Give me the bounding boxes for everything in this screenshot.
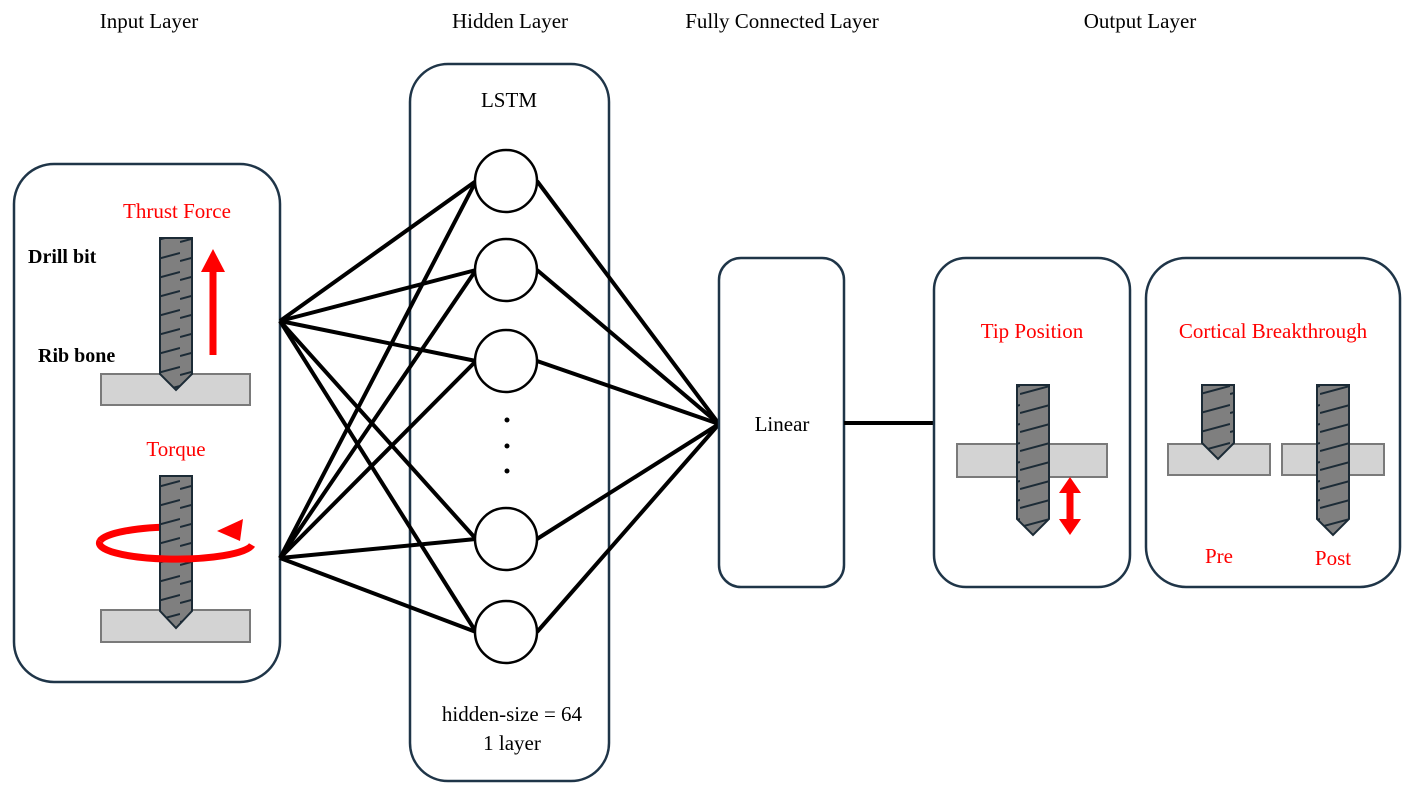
rib-bone-label: Rib bone xyxy=(38,345,115,367)
hidden-size-text: hidden-size = 64 xyxy=(442,702,583,726)
drill-bit-icon xyxy=(159,237,193,392)
lstm-neuron xyxy=(473,148,539,214)
neuron-ellipsis xyxy=(504,417,510,474)
network-connections xyxy=(278,179,721,634)
input-layer-panel: Thrust Force Drill bit Rib bone Torque xyxy=(12,162,282,684)
hidden-layer-header: Hidden Layer xyxy=(452,9,568,33)
cortical-breakthrough-title: Cortical Breakthrough xyxy=(1179,319,1368,343)
lstm-neuron xyxy=(473,328,539,394)
tip-displacement-arrow-icon xyxy=(1059,477,1081,535)
fully-connected-layer-header: Fully Connected Layer xyxy=(685,9,879,33)
drill-bit-tip-icon xyxy=(1016,384,1050,537)
lstm-title: LSTM xyxy=(481,88,537,112)
tip-position-panel: Tip Position xyxy=(932,256,1132,589)
pre-label: Pre xyxy=(1205,544,1233,568)
drill-bit-pre-icon xyxy=(1201,384,1235,461)
drill-bit-torque-icon xyxy=(159,475,193,630)
lstm-neurons xyxy=(473,148,539,665)
drill-bit-post-icon xyxy=(1316,384,1350,537)
torque-label: Torque xyxy=(146,437,205,461)
cortical-breakthrough-panel: Cortical Breakthrough Pre Post xyxy=(1144,256,1402,589)
lstm-neuron xyxy=(473,599,539,665)
input-layer-header: Input Layer xyxy=(100,9,199,33)
linear-label: Linear xyxy=(755,412,810,436)
thrust-arrow-icon xyxy=(201,249,225,355)
torque-rotation-arrow-icon xyxy=(95,519,255,563)
cortical-breakthrough-box xyxy=(1144,256,1402,589)
lstm-neuron xyxy=(473,506,539,572)
drill-bit-label: Drill bit xyxy=(28,246,97,268)
thrust-force-label: Thrust Force xyxy=(123,199,231,223)
post-label: Post xyxy=(1315,546,1351,570)
layer-count-text: 1 layer xyxy=(483,731,541,755)
input-layer-box xyxy=(12,162,282,684)
hidden-layer-box xyxy=(408,62,611,783)
output-layer-header: Output Layer xyxy=(1084,9,1197,33)
lstm-neuron xyxy=(473,237,539,303)
tip-position-title: Tip Position xyxy=(981,319,1084,343)
